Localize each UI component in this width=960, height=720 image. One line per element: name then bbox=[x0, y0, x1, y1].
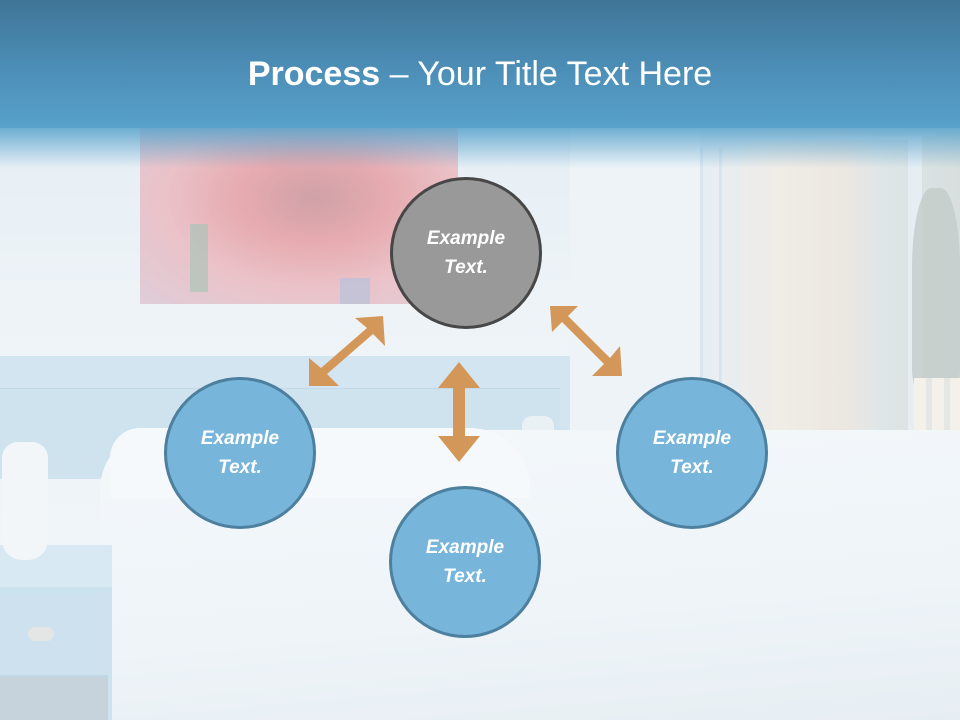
vase bbox=[2, 442, 48, 560]
title-rest: – Your Title Text Here bbox=[380, 55, 713, 93]
nightstand bbox=[0, 545, 112, 720]
node-label: Example Text. bbox=[426, 228, 506, 278]
double-arrow-icon bbox=[309, 316, 385, 386]
double-arrow-icon bbox=[550, 306, 622, 376]
node-label: Example Text. bbox=[652, 428, 732, 478]
right-process-node[interactable]: Example Text. bbox=[616, 377, 768, 529]
slide-title: Process – Your Title Text Here bbox=[0, 54, 960, 94]
title-bold: Process bbox=[247, 55, 381, 93]
node-label: Example Text. bbox=[200, 428, 280, 478]
double-arrow-icon bbox=[438, 362, 480, 462]
center-process-node[interactable]: Example Text. bbox=[390, 177, 542, 329]
left-process-node[interactable]: Example Text. bbox=[164, 377, 316, 529]
bottom-process-node[interactable]: Example Text. bbox=[389, 486, 541, 638]
title-bar bbox=[0, 0, 960, 128]
node-label: Example Text. bbox=[425, 537, 505, 587]
